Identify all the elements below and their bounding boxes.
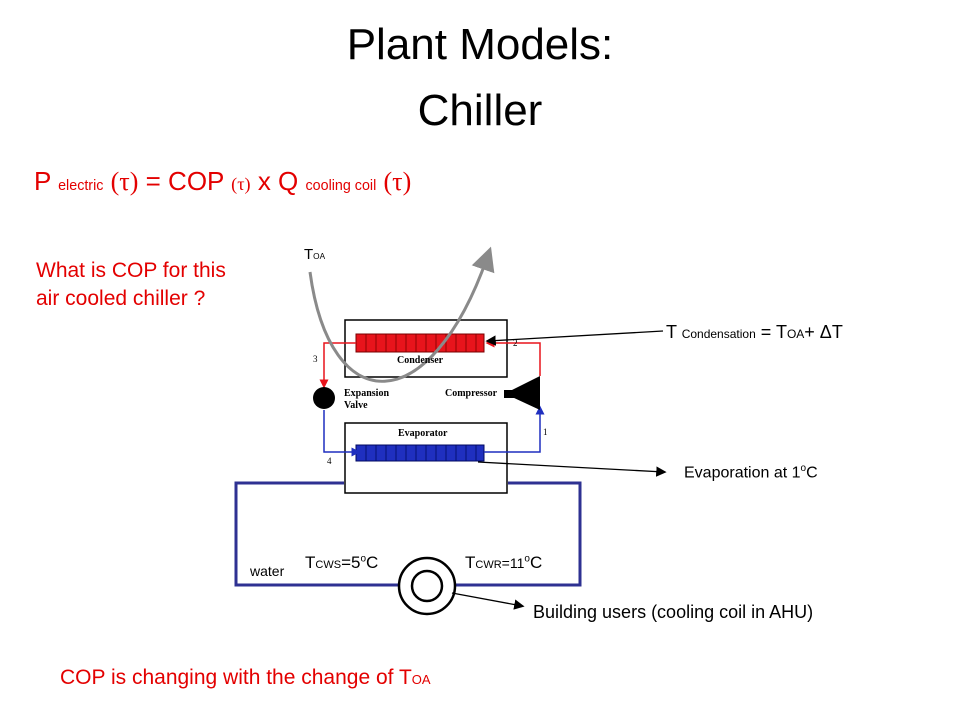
compressor-label: Compressor — [445, 388, 498, 399]
point-4-label: 4 — [327, 456, 332, 466]
water-label: water — [250, 563, 285, 579]
building-leader — [451, 592, 525, 610]
condenser-label: Condenser — [397, 355, 444, 366]
point-1-label: 1 — [543, 427, 548, 437]
title-line-2: Chiller — [417, 86, 543, 135]
outdoor-air-curve — [308, 246, 495, 383]
pipe-3 — [319, 342, 356, 389]
evaporator-label: Evaporator — [398, 428, 448, 439]
evap-leader — [477, 461, 667, 477]
evaporator-coil — [355, 444, 485, 462]
building-load-inner — [410, 569, 444, 603]
condensation-temp-label: T Condensation = TOA+ ΔT — [666, 322, 843, 342]
point-2-label: 2 — [513, 338, 518, 348]
compressor-symbol — [512, 376, 540, 410]
evaporation-label: Evaporation at 1oC — [684, 463, 818, 482]
chw-loop-right — [456, 481, 582, 587]
tcws-label: TCWS=5oC — [305, 553, 379, 572]
building-users-label: Building users (cooling coil in AHU) — [533, 602, 814, 622]
power-formula: P electric (τ) = COP (τ) x Q cooling coi… — [34, 166, 412, 196]
expansion-valve-symbol — [313, 387, 335, 409]
pipe-1 — [484, 405, 545, 453]
pipe-2 — [485, 338, 541, 376]
point-3-label: 3 — [313, 354, 318, 364]
cop-change-note: COP is changing with the change of TOA — [60, 666, 431, 689]
tcwr-label: TCWR=11oC — [465, 553, 543, 572]
title-line-1: Plant Models: — [346, 20, 614, 69]
toa-label: TOA — [304, 246, 326, 263]
tcond-leader — [485, 330, 664, 346]
condenser-coil — [355, 333, 485, 353]
cop-question: What is COP for this air cooled chiller … — [36, 259, 226, 310]
pipe-4 — [323, 410, 361, 457]
chw-loop-left — [234, 481, 398, 587]
